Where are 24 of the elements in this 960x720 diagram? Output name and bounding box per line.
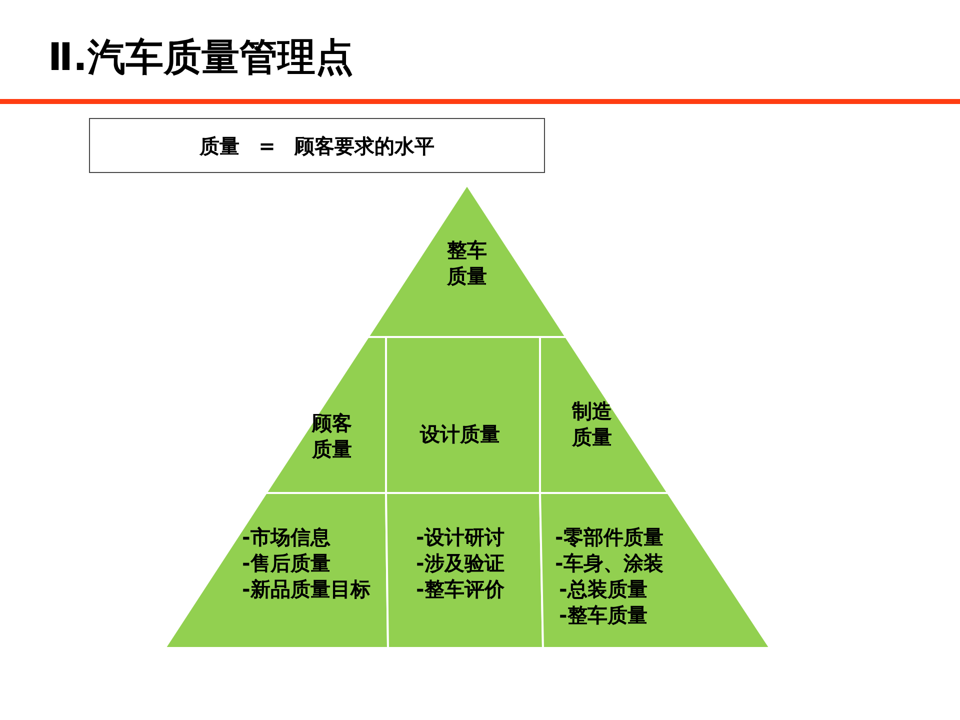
list-item: -售后质量 (242, 550, 330, 576)
list-item: -零部件质量 (555, 524, 664, 550)
slide-title: Ⅱ.汽车质量管理点 (48, 34, 354, 81)
list-item: -车身、涂装 (555, 550, 664, 576)
segment-label: 整车质量 (446, 237, 488, 289)
pyramid-segment (386, 493, 543, 648)
list-item: -总装质量 (559, 576, 648, 602)
list-item: -市场信息 (242, 524, 330, 550)
segment-label: 顾客质量 (311, 410, 353, 462)
list-item: -涉及验证 (416, 550, 504, 576)
list-item: -设计研讨 (416, 524, 504, 550)
pyramid-segment (386, 337, 540, 493)
list-item: -整车评价 (416, 576, 504, 602)
definition-text: 质量 = 顾客要求的水平 (200, 133, 434, 159)
definition-box (89, 118, 545, 173)
pyramid-segment (165, 493, 388, 648)
pyramid-segment (540, 337, 668, 493)
segment-label: 制造质量 (571, 398, 613, 450)
pyramid-segment (266, 337, 386, 493)
list-item: -新品质量目标 (242, 576, 370, 602)
pyramid-segment (540, 493, 770, 648)
list-item: -整车质量 (559, 602, 648, 628)
segment-label: 设计质量 (419, 421, 501, 447)
pyramid-segment (368, 185, 566, 337)
